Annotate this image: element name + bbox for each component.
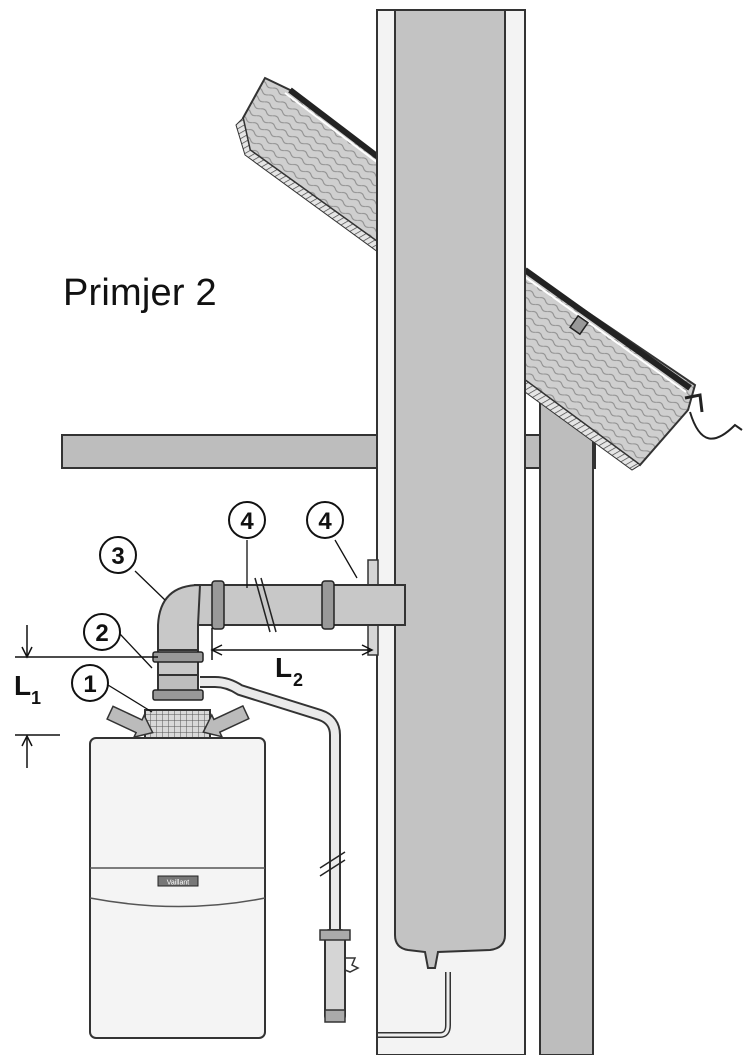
callout-4b-label: 4 [318, 508, 332, 535]
l2-label: L [275, 652, 292, 683]
l2-subscript: 2 [293, 670, 303, 690]
callout-3-label: 3 [111, 543, 124, 570]
callout-1: 1 [71, 664, 109, 702]
callout-leaders [107, 539, 358, 713]
condensate-hose [200, 676, 360, 1023]
callout-2: 2 [83, 613, 121, 651]
callout-1-label: 1 [83, 671, 96, 698]
callout-4-wall: 4 [306, 501, 344, 539]
boiler: Vaillant [89, 704, 266, 1039]
l1-label: L [14, 670, 31, 701]
chimney-shaft [376, 9, 526, 1055]
callout-2-label: 2 [95, 620, 108, 647]
wall-post [539, 394, 594, 1055]
flue-pipe-vertical [152, 649, 204, 701]
flue-elbow [157, 583, 202, 661]
callout-4-pipe: 4 [228, 501, 266, 539]
flue-pipe-horizontal [194, 577, 406, 633]
callout-3: 3 [99, 536, 137, 574]
boiler-brand-label: Vaillant [167, 880, 189, 887]
dimension-l1: L 1 [14, 625, 158, 768]
diagram-title: Primjer 2 [63, 272, 217, 314]
dimension-l2: L 2 [210, 628, 374, 690]
callout-4a-label: 4 [240, 508, 254, 535]
l1-subscript: 1 [31, 688, 41, 708]
